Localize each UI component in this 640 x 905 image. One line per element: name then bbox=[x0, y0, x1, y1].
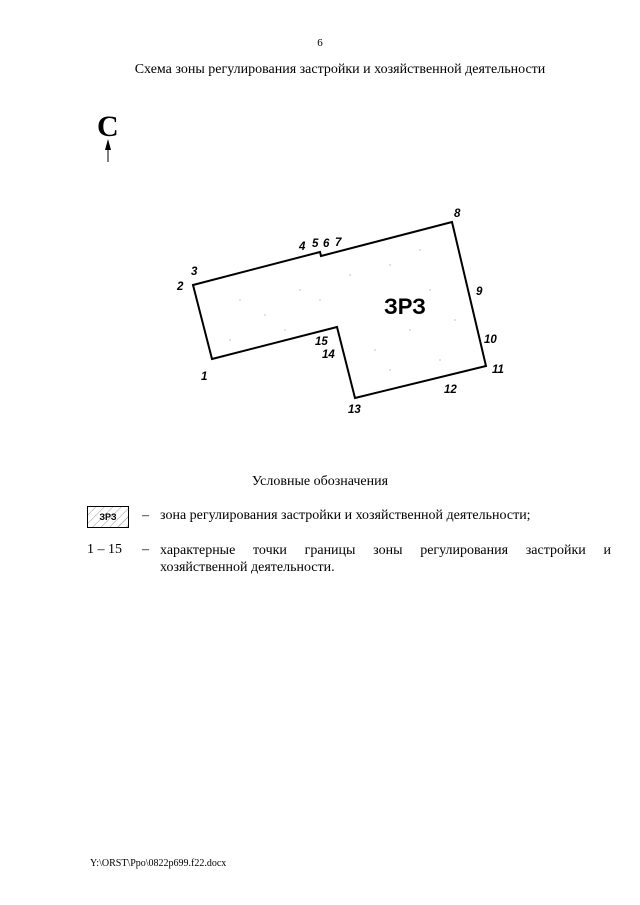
point-label: 3 bbox=[191, 266, 198, 278]
legend-item-zone: ЗРЗ – зона регулирования застройки и хоз… bbox=[87, 506, 617, 530]
legend-key: 1 – 15 bbox=[87, 542, 122, 557]
point-label: 9 bbox=[476, 286, 483, 298]
page-title: Схема зоны регулирования застройки и хоз… bbox=[134, 62, 546, 77]
point-label: 4 bbox=[298, 241, 306, 253]
zone-label: ЗРЗ bbox=[384, 294, 426, 319]
page-number: 6 bbox=[317, 37, 323, 49]
zone-fill-dots bbox=[229, 249, 456, 371]
legend-dash: – bbox=[142, 542, 149, 557]
legend-dash: – bbox=[142, 508, 149, 523]
point-label: 13 bbox=[348, 404, 361, 416]
point-label: 1 bbox=[201, 371, 207, 383]
point-label: 10 bbox=[484, 334, 497, 346]
legend-title: Условные обозначения bbox=[251, 474, 389, 489]
point-label: 7 bbox=[335, 237, 342, 249]
point-label: 12 bbox=[444, 384, 457, 396]
legend-description: характерные точки границы зоны регулиров… bbox=[160, 543, 611, 575]
north-indicator: С bbox=[97, 112, 121, 164]
point-label: 11 bbox=[492, 364, 504, 376]
north-letter: С bbox=[97, 110, 119, 143]
point-label: 15 bbox=[315, 336, 328, 348]
zone-swatch-icon: ЗРЗ bbox=[87, 506, 129, 528]
point-label: 8 bbox=[454, 208, 461, 220]
zone-boundary bbox=[191, 220, 488, 400]
point-label: 5 bbox=[312, 238, 319, 250]
legend-description: зона регулирования застройки и хозяйстве… bbox=[160, 508, 531, 523]
point-label: 2 bbox=[176, 281, 184, 293]
file-path-footer: Y:\ORST\Ppo\0822p699.f22.docx bbox=[90, 858, 227, 869]
swatch-label: ЗРЗ bbox=[99, 512, 117, 522]
north-arrow-icon bbox=[105, 139, 111, 162]
point-label: 14 bbox=[322, 349, 335, 361]
point-label: 6 bbox=[323, 238, 330, 250]
point-labels: 1 2 3 4 5 6 7 8 9 10 11 12 13 14 15 bbox=[176, 208, 504, 416]
